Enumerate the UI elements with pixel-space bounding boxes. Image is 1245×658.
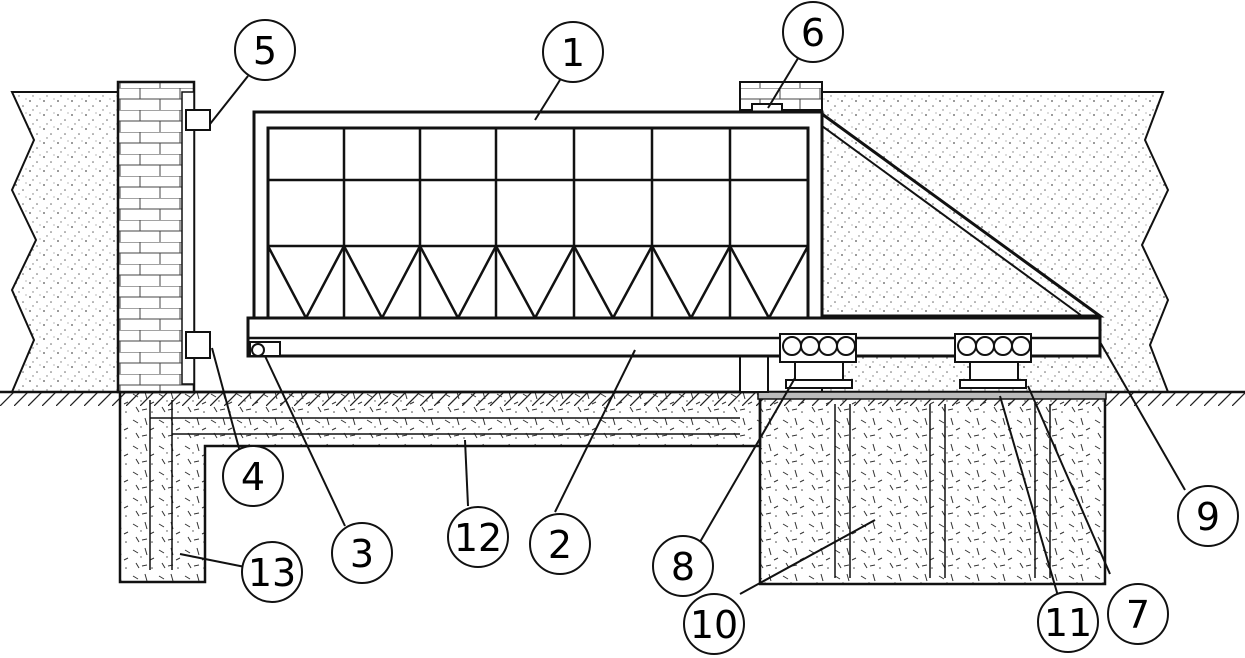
callout-10: 10 bbox=[683, 593, 745, 655]
callout-1: 1 bbox=[542, 21, 604, 83]
callout-2: 2 bbox=[529, 513, 591, 575]
callout-6-label: 6 bbox=[801, 11, 825, 55]
right-post bbox=[739, 81, 823, 393]
callout-3-label: 3 bbox=[350, 532, 374, 576]
callout-1-label: 1 bbox=[561, 31, 585, 75]
roller-carriage-right bbox=[954, 333, 1032, 389]
roller-carriage-left bbox=[779, 333, 857, 389]
callout-11-label: 11 bbox=[1044, 601, 1092, 645]
callout-4: 4 bbox=[222, 445, 284, 507]
end-roller bbox=[249, 341, 281, 357]
callout-12-label: 12 bbox=[454, 516, 502, 560]
callout-8-label: 8 bbox=[671, 545, 695, 589]
callout-7: 7 bbox=[1107, 583, 1169, 645]
callout-11: 11 bbox=[1037, 591, 1099, 653]
callout-7-label: 7 bbox=[1126, 593, 1150, 637]
callout-2-label: 2 bbox=[548, 523, 572, 567]
left-fence-panel bbox=[10, 91, 119, 393]
callout-9-label: 9 bbox=[1196, 495, 1220, 539]
roller-foundation-block bbox=[758, 396, 1107, 586]
callout-5-label: 5 bbox=[253, 29, 277, 73]
callout-12: 12 bbox=[447, 506, 509, 568]
callout-6: 6 bbox=[782, 1, 844, 63]
callout-8: 8 bbox=[652, 535, 714, 597]
leader-lines bbox=[179, 54, 1186, 597]
callout-13-label: 13 bbox=[248, 551, 296, 595]
callout-4-label: 4 bbox=[241, 455, 265, 499]
callout-13: 13 bbox=[241, 541, 303, 603]
callout-5: 5 bbox=[234, 19, 296, 81]
left-brick-pillar bbox=[116, 80, 211, 394]
callout-9: 9 bbox=[1177, 485, 1239, 547]
callout-3: 3 bbox=[331, 522, 393, 584]
callout-10-label: 10 bbox=[690, 603, 738, 647]
gate-leaf bbox=[252, 110, 1105, 342]
embedded-plate bbox=[757, 391, 1107, 400]
